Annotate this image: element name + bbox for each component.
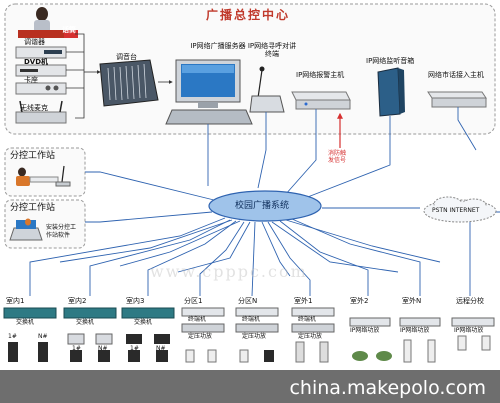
tuner-device: [15, 46, 67, 59]
monitor-speaker: [377, 67, 405, 117]
label-fire-signal: 消防触发信号: [328, 150, 347, 165]
control-center-panel: [4, 3, 496, 135]
label-substation-2-note: 安装分控工作站软件: [46, 224, 77, 239]
label-server: IP网络广播服务器: [190, 42, 246, 50]
alarm-host: [291, 91, 351, 110]
zone-5-name: 分区N: [238, 297, 258, 305]
zone-5-sub: 终端机: [242, 316, 261, 323]
distribution-lines: [29, 217, 471, 297]
zone-8-name: 室外N: [402, 297, 422, 305]
wireless-mic-device: [15, 100, 67, 124]
zone-6-name: 室外1: [294, 297, 313, 305]
server-computer: [165, 59, 253, 125]
zone-4-name: 分区1: [184, 297, 203, 305]
zone-5-terminal: [235, 307, 279, 363]
announcer-podium: [18, 7, 78, 38]
label-substation-2: 分控工作站: [10, 203, 56, 213]
zone-5-sub2: 定压功放: [242, 333, 267, 340]
zone-8-amp: [399, 317, 441, 363]
watermark-text: china.makepolo.com: [289, 377, 486, 399]
label-mixer: 调音台: [116, 53, 137, 61]
label-monitor: IP网络监听音箱: [366, 57, 415, 65]
internet-cloud: [423, 196, 497, 223]
substation-1-icons: [16, 165, 71, 187]
substation-2-icons: [9, 218, 43, 241]
source-connector: [66, 33, 101, 119]
zone-7-sub: IP网络功放: [350, 327, 380, 334]
zone-1-name: 室内1: [6, 297, 25, 305]
label-hub: 校园广播系统: [235, 201, 290, 211]
zone-6-sub: 终端机: [298, 316, 317, 323]
zone-1-speaker-1: 1#: [8, 333, 17, 340]
dvd-device: [15, 64, 67, 77]
zone-2-speaker-1: 1#: [72, 345, 81, 352]
zone-6-terminal: [291, 307, 335, 363]
label-phone: 网络市话接入主机: [428, 71, 484, 79]
zone-4-sub2: 定压功放: [188, 333, 213, 340]
backbone-lines: [85, 107, 500, 223]
intercom-terminal: [249, 66, 285, 113]
label-cassette: 卡座: [24, 76, 38, 84]
zone-2-sub: 交换机: [76, 319, 95, 326]
zone-1-switch: [3, 307, 57, 362]
zone-devices: [3, 307, 495, 363]
zone-2-switch: [63, 307, 117, 362]
zone-1-speaker-n: N#: [38, 333, 48, 340]
zone-4-sub: 终端机: [188, 316, 207, 323]
zone-9-sub: IP网络功放: [454, 327, 484, 334]
zone-2-name: 室内2: [68, 297, 87, 305]
mixer-device: [99, 59, 159, 107]
zone-2-speaker-n: N#: [98, 345, 108, 352]
phone-host: [427, 91, 487, 108]
label-intercom: IP网络寻呼对讲终端: [247, 42, 297, 59]
zone-9-amp: [451, 317, 495, 351]
label-dvd: DVD机: [24, 58, 49, 66]
cassette-device: [15, 82, 67, 95]
label-wireless-mic: 无线麦克: [20, 104, 48, 112]
diagram-title: 广播总控中心: [206, 8, 291, 22]
label-paging-mic: 话筒: [62, 26, 76, 34]
hub-ellipse: [208, 190, 322, 222]
label-internet: PSTN INTERNET: [432, 207, 480, 214]
zone-1-sub: 交换机: [16, 319, 35, 326]
zone-7-name: 室外2: [350, 297, 369, 305]
zone-3-sub: 交换机: [134, 319, 153, 326]
faint-url-watermark: www.cpppc.com: [150, 262, 308, 281]
zone-3-switch: [121, 307, 175, 362]
label-substation-1: 分控工作站: [10, 151, 56, 161]
zone-3-speaker-1: 1#: [130, 345, 139, 352]
label-alarm: IP网络报警主机: [296, 71, 345, 79]
zone-3-speaker-n: N#: [156, 345, 166, 352]
zone-3-name: 室内3: [126, 297, 145, 305]
zone-8-sub: IP网络功放: [400, 327, 430, 334]
zone-9-name: 远程分校: [456, 297, 484, 305]
zone-7-amp: [349, 317, 392, 361]
label-tuner: 调谐器: [24, 38, 45, 46]
zone-6-sub2: 定压功放: [298, 333, 323, 340]
watermark-band: [0, 370, 500, 403]
zone-4-terminal: [181, 307, 225, 363]
